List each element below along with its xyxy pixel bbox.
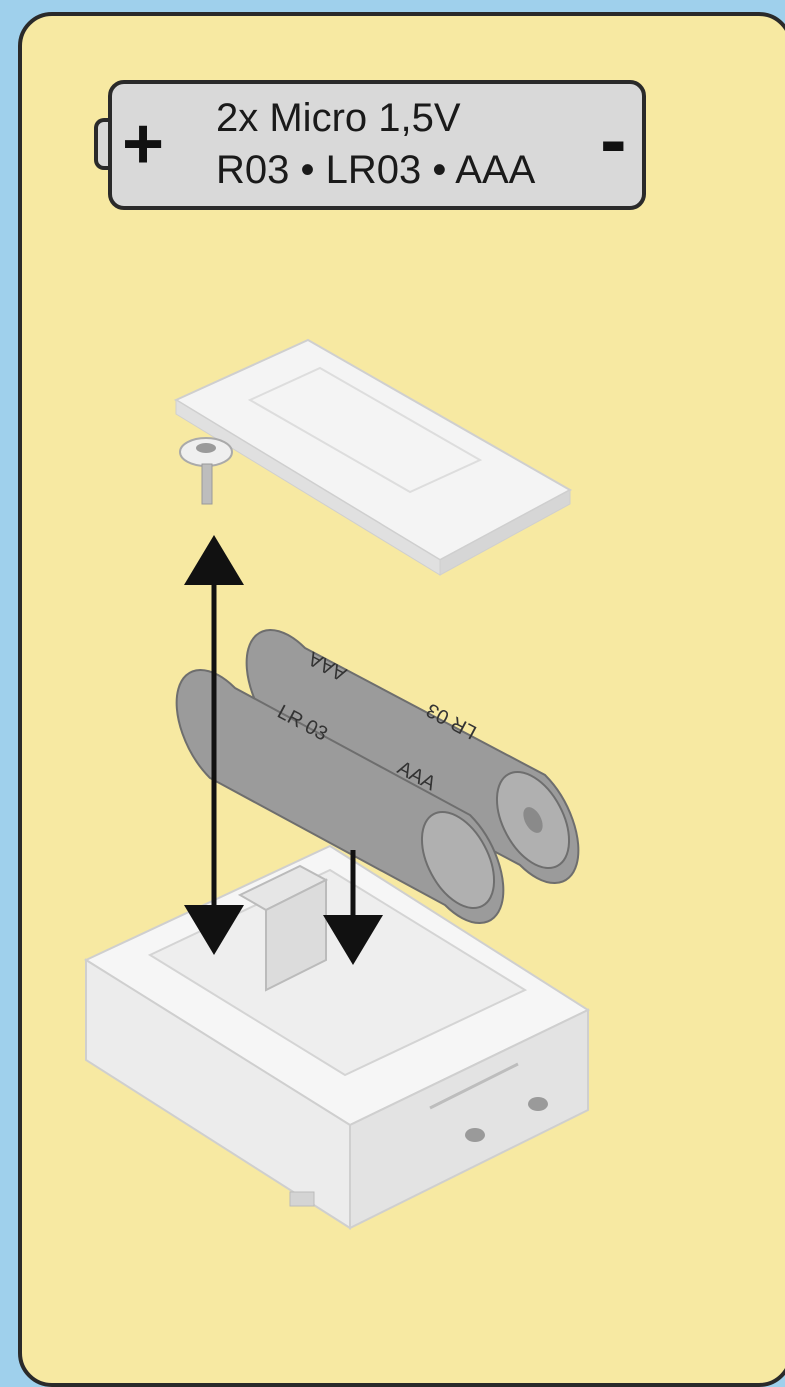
battery-box bbox=[86, 846, 588, 1228]
lid-screw bbox=[180, 438, 232, 504]
battery-lid bbox=[176, 340, 570, 575]
